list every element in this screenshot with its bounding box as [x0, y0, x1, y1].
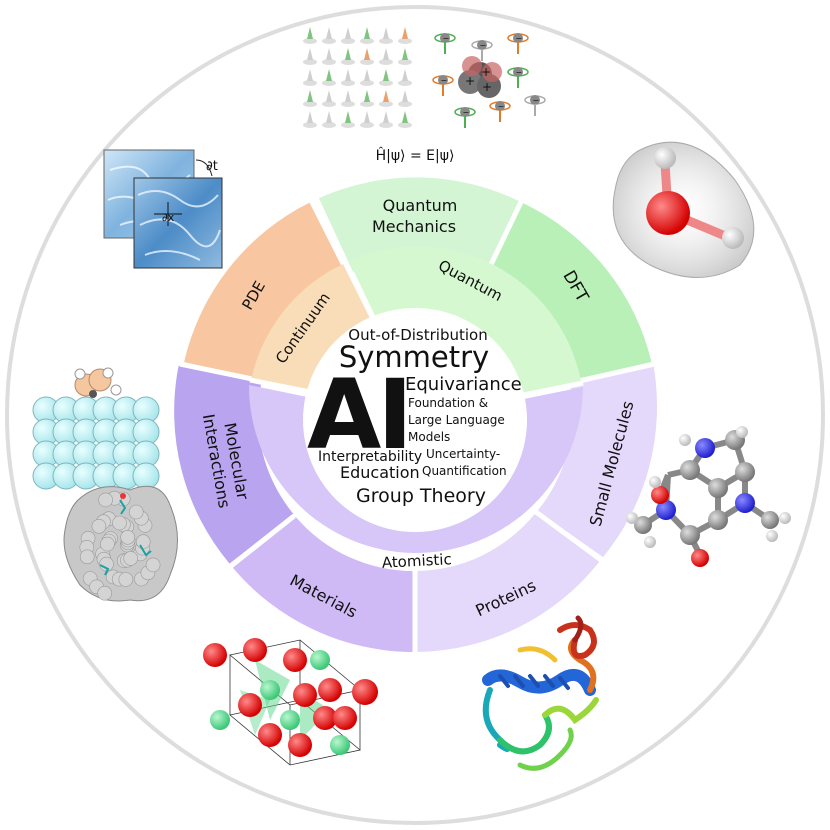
svg-text:−: −: [516, 68, 523, 77]
label-quantum-mechanics-2: Mechanics: [372, 217, 456, 236]
svg-text:−: −: [463, 108, 470, 117]
word-interpretability: Interpretability: [318, 449, 422, 465]
word-uncertainty-1: Uncertainty-: [426, 447, 500, 461]
word-foundation-1: Foundation &: [408, 396, 488, 410]
svg-text:+: +: [482, 80, 492, 94]
svg-text:∂t: ∂t: [206, 159, 218, 174]
label-quantum-mechanics-1: Quantum: [383, 196, 458, 215]
svg-text:−: −: [480, 41, 487, 50]
spin-lattice-illustration: [303, 27, 412, 128]
segment-atomistic[interactable]: [248, 385, 583, 554]
word-out-of-distribution: Out-of-Distribution: [348, 326, 487, 344]
word-group-theory: Group Theory: [356, 485, 486, 507]
protein-surface-illustration: [63, 485, 178, 602]
center-disk-bg: [303, 308, 527, 532]
segment-dft[interactable]: [485, 202, 652, 381]
outer-boundary: [5, 5, 825, 825]
word-education: Education: [340, 463, 420, 482]
protein-ribbon-illustration: [482, 615, 599, 771]
label-atomistic: Atomistic: [381, 550, 452, 572]
svg-text:+: +: [481, 65, 491, 79]
word-foundation-3: Models: [408, 430, 450, 444]
svg-text:−: −: [516, 34, 523, 43]
water-molecule-illustration: [612, 141, 755, 278]
center-word-cloud: Out-of-Distribution Symmetry AI Equivari…: [307, 326, 522, 507]
segment-pde[interactable]: [184, 202, 347, 381]
word-symmetry: Symmetry: [339, 340, 489, 374]
word-foundation-2: Large Language: [408, 413, 505, 427]
segment-proteins[interactable]: [416, 513, 600, 652]
surface-adsorbate-illustration: [32, 367, 160, 490]
svg-text:+: +: [465, 74, 475, 88]
crystal-material-illustration: [203, 638, 378, 766]
charges-illustration: + + + − − − − − − − −: [432, 33, 546, 128]
svg-text:−: −: [441, 76, 448, 85]
segment-molecular-interactions[interactable]: [174, 365, 294, 564]
fluid-pde-illustration: ∂t ∂x: [103, 149, 223, 269]
schrodinger-equation: Ĥ|ψ⟩ = E|ψ⟩: [376, 146, 455, 164]
svg-text:−: −: [443, 34, 450, 43]
word-ai: AI: [307, 359, 409, 471]
word-equivariance: Equivariance: [405, 374, 522, 395]
svg-text:−: −: [498, 102, 505, 111]
outer-ring: [174, 177, 658, 653]
svg-text:−: −: [533, 96, 540, 105]
segment-materials[interactable]: [232, 517, 414, 652]
caffeine-molecule-illustration: [626, 426, 791, 567]
segment-small-molecules[interactable]: [537, 366, 658, 558]
segment-quantum-mechanics[interactable]: [318, 177, 521, 275]
word-uncertainty-2: Quantification: [422, 464, 507, 478]
segment-continuum[interactable]: [251, 264, 374, 394]
